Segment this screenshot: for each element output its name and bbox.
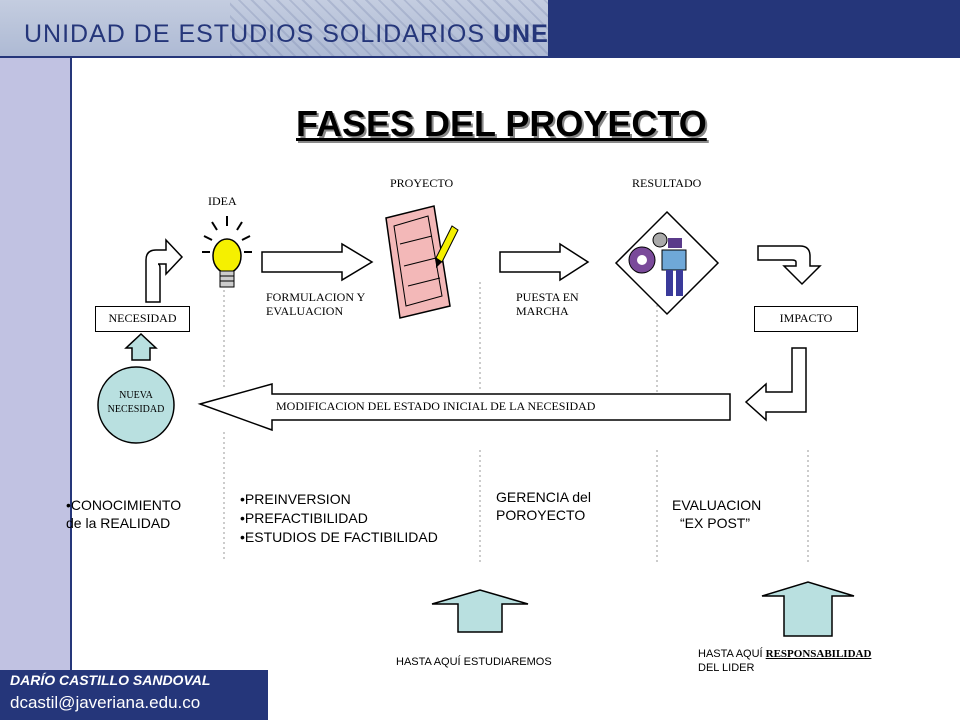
phase-prefactibilidad: •PREFACTIBILIDAD	[240, 510, 368, 526]
org-title: UNIDAD DE ESTUDIOS SOLIDARIOS UNES	[24, 20, 566, 49]
note-responsabilidad: HASTA AQUÍ RESPONSABILIDAD	[698, 648, 871, 661]
resultado-label: RESULTADO	[632, 176, 702, 190]
phase-gerencia-1: GERENCIA del	[496, 489, 591, 505]
page-title: FASES DEL PROYECTO	[296, 103, 707, 144]
proyecto-label: PROYECTO	[390, 176, 454, 190]
necesidad-box: NECESIDAD	[95, 306, 190, 332]
puesta-label-2: MARCHA	[516, 304, 569, 318]
project-pencil-icon	[385, 205, 459, 319]
phase-evaluacion-1: EVALUACION	[672, 497, 762, 513]
nueva-label-1: NUEVA	[119, 390, 153, 401]
header-banner	[0, 0, 548, 58]
banner-pattern	[230, 0, 548, 56]
note-estudiaremos: HASTA AQUÍ ESTUDIAREMOS	[396, 656, 552, 668]
idea-label: IDEA	[208, 194, 237, 208]
right-arrow-icon	[499, 242, 590, 282]
modificacion-label: MODIFICACION DEL ESTADO INICIAL DE LA NE…	[276, 399, 596, 413]
curved-arrow-icon	[145, 238, 184, 303]
up-arrow-icon	[431, 589, 529, 633]
phase-conocimiento-2: de la REALIDAD	[66, 515, 171, 531]
guide-lines	[223, 282, 809, 565]
author-name: DARÍO CASTILLO SANDOVAL	[10, 672, 211, 688]
footer-panel	[0, 670, 268, 720]
phase-gerencia-2: POROYECTO	[496, 507, 586, 523]
right-arrow-icon	[261, 242, 374, 282]
phase-evaluacion-2: “EX POST”	[680, 515, 751, 531]
phase-preinversion: •PREINVERSION	[240, 491, 351, 507]
up-arrow-icon	[761, 581, 855, 637]
note-resp-word: RESPONSABILIDAD	[765, 648, 872, 660]
lightbulb-icon	[202, 216, 252, 288]
impacto-box: IMPACTO	[754, 306, 858, 332]
nueva-label-2: NECESIDAD	[107, 404, 165, 415]
worker-gear-icon	[614, 210, 720, 316]
up-arrow-icon	[124, 332, 158, 361]
puesta-label-1: PUESTA EN	[516, 290, 579, 304]
modification-arrow	[197, 383, 731, 432]
formulacion-label-1: FORMULACION Y	[266, 290, 366, 304]
formulacion-label-2: EVALUACION	[266, 304, 344, 318]
down-curved-arrow-icon	[757, 245, 822, 286]
org-name: UNIDAD DE ESTUDIOS SOLIDARIOS	[24, 20, 486, 48]
note-resp-prefix: HASTA AQUÍ	[698, 648, 766, 660]
sidebar	[0, 58, 72, 670]
nueva-necesidad-circle	[97, 366, 175, 444]
header-bar	[548, 0, 960, 58]
author-email: dcastil@javeriana.edu.co	[10, 693, 201, 712]
left-arrow-icon	[744, 347, 807, 422]
phase-estudios: •ESTUDIOS DE FACTIBILIDAD	[240, 529, 438, 545]
note-lider: DEL LIDER	[698, 662, 755, 674]
phase-conocimiento-1: •CONOCIMIENTO	[66, 497, 182, 513]
